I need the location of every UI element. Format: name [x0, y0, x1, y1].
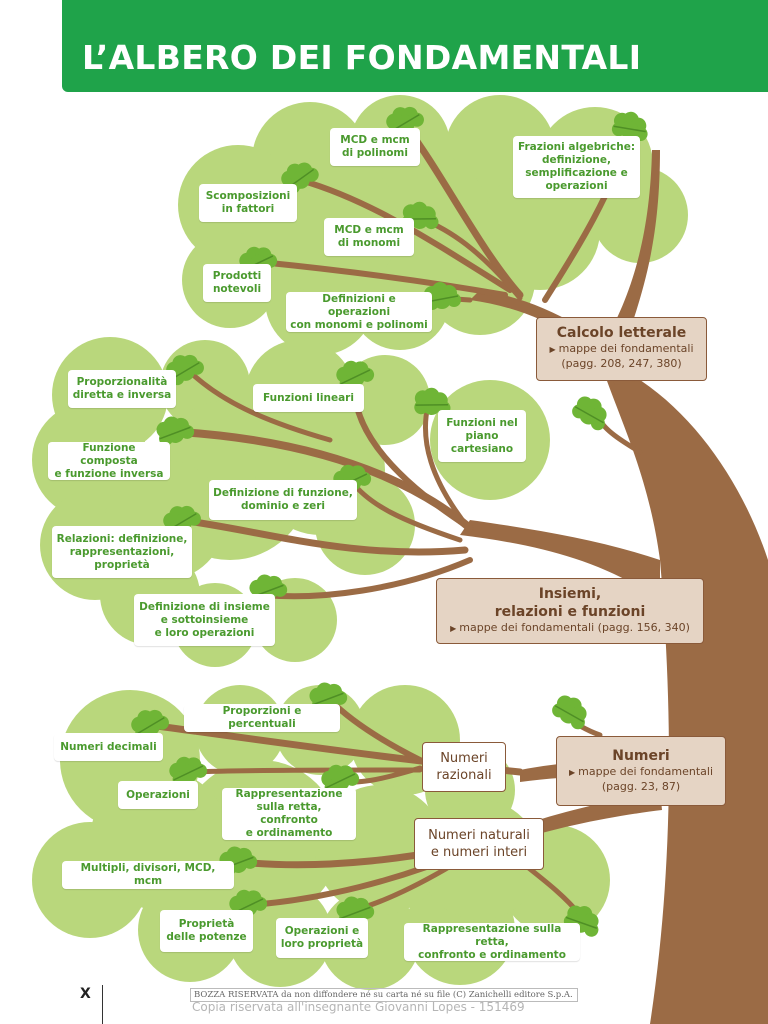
main-branch-ref: ▶mappe dei fondamentali: [549, 342, 694, 355]
triangle-bullet-icon: ▶: [450, 624, 457, 633]
leaf-icon: [131, 709, 169, 741]
triangle-bullet-icon: ▶: [568, 768, 576, 777]
leaf-icon: [611, 111, 648, 141]
main-branch-insiemi: Insiemi,relazioni e funzioni ▶mappe dei …: [436, 578, 704, 644]
main-branch-ref: ▶mappe dei fondamentali: [568, 765, 714, 778]
topic-label: Operazioni: [126, 788, 190, 801]
topic-funzioni-lineari: Funzioni lineari: [253, 384, 364, 412]
main-branch-ref: ▶mappe dei fondamentali (pagg. 156, 340): [450, 621, 690, 634]
topic-label: Definizione di funzione,dominio e zeri: [213, 487, 353, 512]
topic-label: Proporzioni e percentuali: [222, 705, 302, 730]
page-number: X: [80, 986, 91, 1002]
main-branch-pages: (pagg. 208, 247, 380): [561, 357, 682, 370]
main-branch-title: Numeri: [612, 748, 670, 764]
main-branch-calcolo-letterale: Calcolo letterale ▶mappe dei fondamental…: [536, 317, 707, 381]
main-branch-title: Insiemi,relazioni e funzioni: [494, 586, 646, 620]
topic-label: Multipli, divisori, MCD, mcm: [80, 862, 216, 887]
topic-label: Funzioni lineari: [263, 391, 354, 404]
leaf-icon: [321, 764, 360, 795]
topic-multipli-divisori: Multipli, divisori, MCD, mcm: [62, 861, 234, 889]
topic-proporzioni-percentuali: Proporzioni e percentuali: [184, 704, 340, 732]
topic-label: Relazioni: definizione,rappresentazioni,…: [56, 532, 188, 571]
main-branch-pages: (pagg. 23, 87): [601, 780, 681, 793]
footer-divider: [102, 985, 103, 1024]
topic-definizione-funzione: Definizione di funzione,dominio e zeri: [209, 480, 357, 520]
topic-label: Frazioni algebriche:definizione,semplifi…: [517, 141, 636, 192]
topic-label: Rappresentazione sulla retta,confronto e…: [418, 922, 566, 961]
copy-watermark: Copia riservata all'insegnante Giovanni …: [192, 1000, 525, 1014]
main-branch-numeri: Numeri ▶mappe dei fondamentali (pagg. 23…: [556, 736, 726, 806]
topic-relazioni: Relazioni: definizione,rappresentazioni,…: [52, 526, 192, 578]
topic-numeri-decimali: Numeri decimali: [54, 733, 163, 761]
leaf-icon: [552, 695, 587, 730]
draft-notice: BOZZA RISERVATA da non diffondere né su …: [190, 988, 578, 1002]
page-title: L’ALBERO DEI FONDAMENTALI: [82, 38, 642, 77]
topic-rappresentazione-naturali: Rappresentazione sulla retta,confronto e…: [404, 923, 580, 961]
topic-operazioni: Operazioni: [118, 781, 198, 809]
main-branch-title: Calcolo letterale: [556, 325, 687, 341]
leaf-icon: [572, 396, 607, 431]
triangle-bullet-icon: ▶: [549, 345, 556, 354]
topic-frazioni-algebriche: Frazioni algebriche:definizione,semplifi…: [513, 136, 640, 198]
leaf-icon: [281, 162, 319, 194]
page-header: L’ALBERO DEI FONDAMENTALI: [62, 0, 768, 92]
leaf-icon: [336, 360, 375, 391]
topic-label: Numeri decimali: [60, 740, 157, 753]
